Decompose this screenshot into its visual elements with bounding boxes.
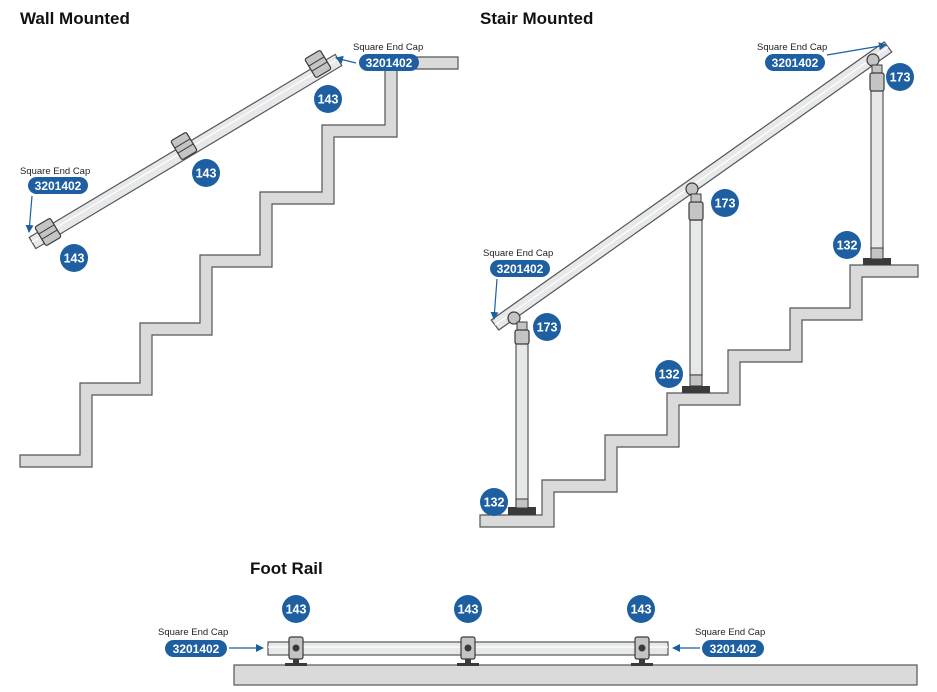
swivel-fitting [685, 182, 704, 221]
end-cap-label: Square End Cap [353, 42, 423, 53]
part-callout-number: 173 [890, 71, 911, 85]
end-cap-label: Square End Cap [158, 627, 228, 638]
part-number-text: 3201402 [173, 642, 220, 656]
part-callout-number: 143 [458, 603, 479, 617]
foot-rail-bracket [631, 636, 653, 666]
stair-mounted-diagram: Square End Cap 3201402 173 173 132 Squar… [479, 41, 919, 528]
foot-rail-title: Foot Rail [250, 559, 323, 578]
wall-stairs [19, 56, 459, 468]
part-callout-circle [192, 159, 220, 187]
floor-slab [233, 664, 918, 686]
part-callout-circle [833, 231, 861, 259]
part-callout-circle [655, 360, 683, 388]
part-callout-number: 143 [286, 603, 307, 617]
part-callout-circle [886, 63, 914, 91]
end-cap-label: Square End Cap [695, 627, 765, 638]
part-number-pill [165, 640, 227, 657]
part-callout-number: 143 [631, 603, 652, 617]
part-number-text: 3201402 [35, 179, 82, 193]
part-callout-circle [711, 189, 739, 217]
end-cap-arrow [490, 278, 499, 320]
stair-post [508, 341, 536, 515]
end-cap-label: Square End Cap [757, 42, 827, 53]
part-callout-number: 132 [659, 368, 680, 382]
part-number-text: 3201402 [497, 262, 544, 276]
end-cap-label: Square End Cap [483, 248, 553, 259]
foot-rail-bracket [457, 636, 479, 666]
wall-mounted-title: Wall Mounted [20, 9, 130, 28]
stair-post [863, 89, 891, 265]
foot-rail-diagram: 143 143 143 Square End Cap 3201402 Squar… [158, 595, 918, 686]
wall-bracket [304, 50, 332, 78]
foot-rail-bracket [285, 636, 307, 666]
stair-stairs [479, 264, 919, 528]
part-callout-circle [282, 595, 310, 623]
part-callout-circle [533, 313, 561, 341]
part-callout-circle [60, 244, 88, 272]
part-callout-number: 132 [837, 239, 858, 253]
stair-mounted-title: Stair Mounted [480, 9, 594, 28]
part-number-pill [702, 640, 764, 657]
end-cap-arrow [826, 42, 887, 56]
end-cap-arrow [25, 195, 34, 233]
part-callout-circle [314, 85, 342, 113]
part-callout-number: 143 [196, 167, 217, 181]
part-number-text: 3201402 [710, 642, 757, 656]
wall-bracket [170, 132, 198, 160]
part-number-pill [28, 177, 88, 194]
stair-post [682, 219, 710, 393]
part-callout-number: 132 [484, 496, 505, 510]
part-number-pill [490, 260, 550, 277]
part-callout-circle [627, 595, 655, 623]
part-callout-number: 173 [715, 197, 736, 211]
swivel-fitting [507, 311, 530, 345]
part-callout-number: 143 [64, 252, 85, 266]
part-number-pill [765, 54, 825, 71]
part-callout-circle [480, 488, 508, 516]
part-number-text: 3201402 [366, 56, 413, 70]
part-number-pill [359, 54, 419, 71]
wall-mounted-diagram: Square End Cap 3201402 143 143 Square En… [19, 42, 459, 468]
end-cap-arrow [335, 55, 357, 64]
swivel-fitting [866, 53, 885, 92]
part-callout-circle [454, 595, 482, 623]
end-cap-label: Square End Cap [20, 166, 90, 177]
wall-bracket [34, 218, 62, 246]
part-callout-number: 143 [318, 93, 339, 107]
part-number-text: 3201402 [772, 56, 819, 70]
part-callout-number: 173 [537, 321, 558, 335]
